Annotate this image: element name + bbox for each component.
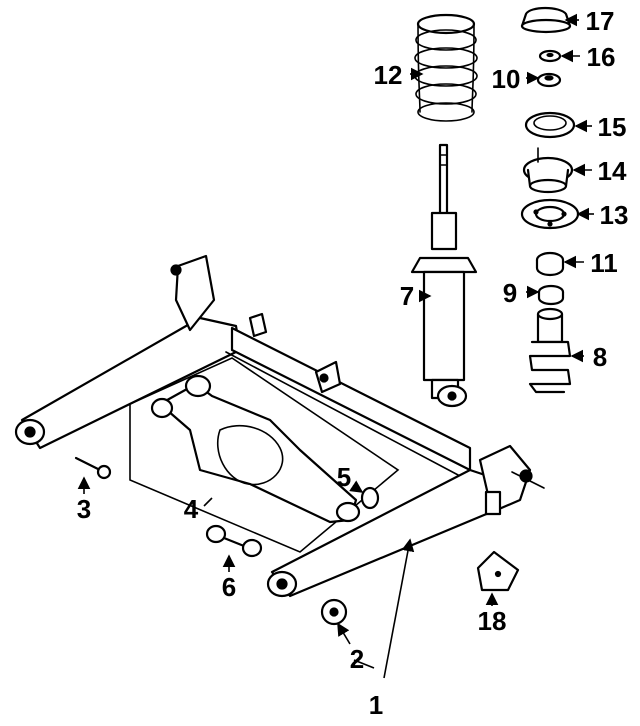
callout-labels: 1 2 3 4 5 6 7 8 9 10 11 12 13 14 15 16 1… bbox=[77, 6, 629, 720]
callout-11: 11 bbox=[590, 248, 618, 278]
callout-2: 2 bbox=[350, 644, 364, 674]
spring-insulator bbox=[524, 111, 576, 139]
shock-absorber bbox=[410, 143, 478, 408]
bolt bbox=[74, 456, 112, 480]
link bbox=[205, 524, 263, 558]
lower-spring-seat bbox=[520, 198, 580, 230]
leader-lines bbox=[77, 13, 594, 679]
callout-16: 16 bbox=[587, 42, 616, 72]
washer bbox=[537, 284, 565, 306]
callout-3: 3 bbox=[77, 494, 91, 524]
nut bbox=[538, 49, 562, 63]
bushing-5 bbox=[360, 486, 380, 510]
callout-1: 1 bbox=[369, 690, 383, 720]
coil-spring bbox=[414, 13, 478, 122]
cap bbox=[520, 6, 572, 34]
callout-10: 10 bbox=[492, 64, 521, 94]
bushing-11 bbox=[535, 251, 565, 277]
bushing-10 bbox=[536, 72, 562, 88]
callout-14: 14 bbox=[598, 156, 627, 186]
callout-17: 17 bbox=[586, 6, 615, 36]
callout-8: 8 bbox=[593, 342, 607, 372]
bracket bbox=[476, 550, 520, 592]
differential-mount bbox=[129, 357, 400, 553]
rear-crossmember bbox=[14, 254, 545, 598]
upper-mount bbox=[522, 147, 574, 194]
bushing-2 bbox=[320, 598, 348, 626]
callout-5: 5 bbox=[337, 462, 351, 492]
callout-18: 18 bbox=[478, 606, 507, 636]
callout-7: 7 bbox=[400, 281, 414, 311]
callout-13: 13 bbox=[600, 200, 629, 230]
bump-stop-boot bbox=[528, 307, 572, 394]
callout-6: 6 bbox=[222, 572, 236, 602]
callout-4: 4 bbox=[184, 494, 199, 524]
callout-9: 9 bbox=[503, 278, 517, 308]
callout-12: 12 bbox=[374, 60, 403, 90]
callout-15: 15 bbox=[598, 112, 627, 142]
